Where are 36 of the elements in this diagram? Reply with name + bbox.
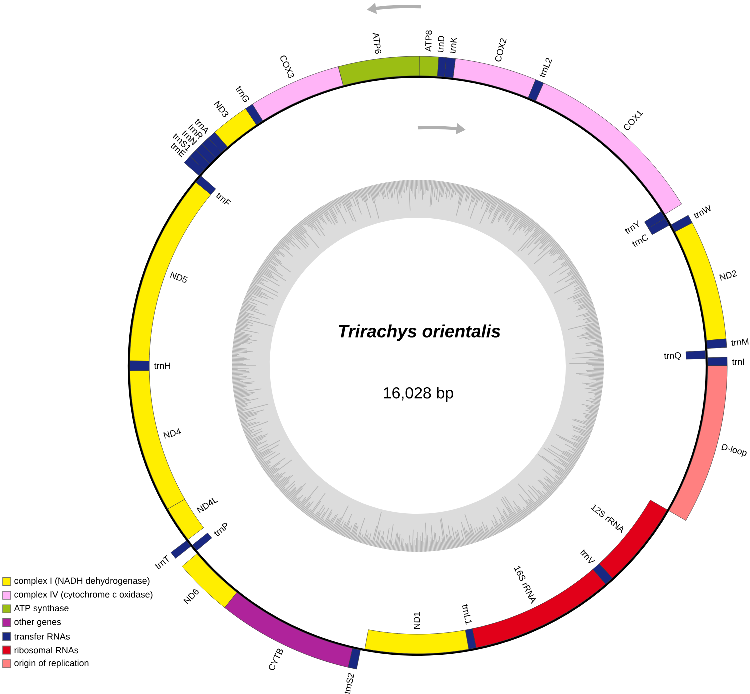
gene-label: trnS2 <box>344 673 354 694</box>
gene-label: trnM <box>731 338 749 346</box>
gene-label: trnQ <box>664 352 682 360</box>
legend-label: origin of replication <box>14 660 89 668</box>
gene-label: ATP8 <box>425 30 432 52</box>
gene-label: 16S rRNA <box>514 566 536 604</box>
gene-label: trnL1 <box>462 604 472 625</box>
gene-label: trnL2 <box>540 58 552 78</box>
gene-label: ND1 <box>414 612 420 629</box>
legend-label: other genes <box>14 618 62 628</box>
gene-label: trnW <box>694 204 711 219</box>
gene-label: trnI <box>732 358 744 366</box>
gene-label: trnK <box>450 37 458 54</box>
gene-label: trnV <box>580 550 596 564</box>
genome-length: 16,028 bp <box>384 387 454 402</box>
gene-label: COX3 <box>280 56 294 78</box>
gene-label: ATP6 <box>372 33 382 54</box>
gene-label: trnT <box>156 555 170 570</box>
legend-label: ATP synthase <box>14 605 69 614</box>
legend-label: transfer RNAs <box>14 633 70 640</box>
gene-label: ND5 <box>170 272 188 283</box>
gene-label: trnD <box>438 36 444 52</box>
gene-label: COX2 <box>495 38 507 62</box>
legend-label: complex I (NADH dehydrogenase) <box>14 578 150 586</box>
map-title: Trirachys orientalis <box>339 324 501 342</box>
gene-label: trnY <box>625 220 640 234</box>
gene-label: trnP <box>214 523 228 536</box>
legend-label: ribosomal RNAs <box>14 647 78 654</box>
legend-label: complex IV (cytochrome c oxidase) <box>14 591 153 600</box>
gene-label: D-loop <box>722 444 747 458</box>
gene-label: trnC <box>632 234 648 247</box>
gene-label: trnH <box>154 362 170 370</box>
gene-label: ND2 <box>720 270 738 281</box>
gene-label: trnF <box>216 192 232 205</box>
gene-label: ND4 <box>164 428 182 439</box>
gene-label: CYTB <box>269 648 284 670</box>
